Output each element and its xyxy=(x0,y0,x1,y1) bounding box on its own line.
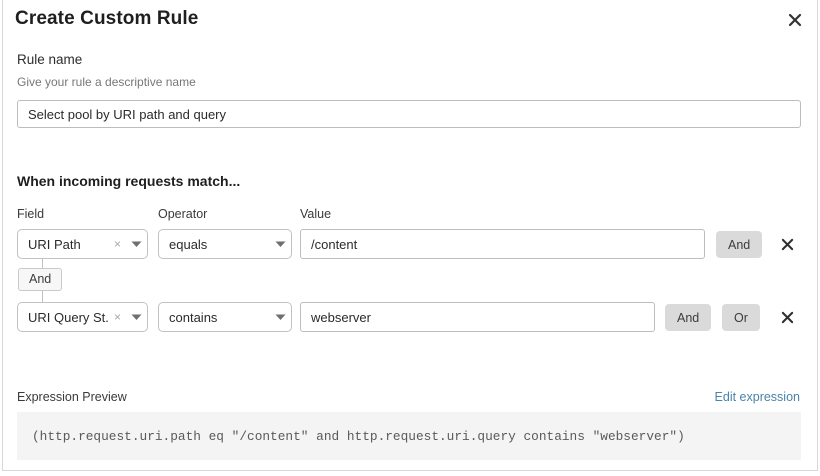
conditions-heading: When incoming requests match... xyxy=(17,173,241,189)
logic-and-button-1[interactable]: And xyxy=(665,304,712,331)
connector-line-upper xyxy=(42,259,43,268)
expression-preview-text: (http.request.uri.path eq "/content" and… xyxy=(32,428,685,444)
operator-select-label-1: contains xyxy=(169,309,218,325)
column-header-value: Value xyxy=(300,207,332,221)
logic-or-button-1[interactable]: Or xyxy=(722,304,760,331)
chevron-down-icon[interactable] xyxy=(125,314,147,321)
operator-select-0[interactable]: equals xyxy=(158,229,292,259)
condition-connector-and-button[interactable]: And xyxy=(18,268,63,291)
expression-preview-label: Expression Preview xyxy=(17,390,127,404)
page-title: Create Custom Rule xyxy=(15,8,199,29)
expression-preview-box: (http.request.uri.path eq "/content" and… xyxy=(17,412,801,460)
operator-select-label-0: equals xyxy=(169,236,208,252)
column-header-field: Field xyxy=(17,207,45,221)
rule-name-input[interactable] xyxy=(17,100,801,128)
dialog-header: Create Custom Rule xyxy=(15,8,805,42)
field-select-label-0: URI Path xyxy=(28,236,81,252)
value-input-0[interactable] xyxy=(300,229,705,259)
delete-condition-icon-1[interactable] xyxy=(778,308,796,326)
field-select-1[interactable]: URI Query St... × xyxy=(17,302,148,332)
chevron-down-icon[interactable] xyxy=(125,241,147,248)
chevron-down-icon[interactable] xyxy=(269,241,291,248)
field-select-label-1: URI Query St... xyxy=(28,309,110,325)
value-input-1[interactable] xyxy=(300,302,655,332)
edit-expression-link[interactable]: Edit expression xyxy=(714,390,800,404)
close-icon[interactable] xyxy=(785,10,805,30)
rule-name-help-text: Give your rule a descriptive name xyxy=(17,75,196,89)
logic-and-button-0[interactable]: And xyxy=(716,231,763,258)
rule-name-label: Rule name xyxy=(17,52,83,67)
field-clear-icon-1[interactable]: × xyxy=(113,310,121,324)
chevron-down-icon[interactable] xyxy=(269,314,291,321)
connector-line-lower xyxy=(42,291,43,302)
column-header-operator: Operator xyxy=(158,207,208,221)
field-clear-icon-0[interactable]: × xyxy=(113,237,121,251)
operator-select-1[interactable]: contains xyxy=(158,302,292,332)
field-select-0[interactable]: URI Path × xyxy=(17,229,148,259)
delete-condition-icon-0[interactable] xyxy=(778,235,796,253)
